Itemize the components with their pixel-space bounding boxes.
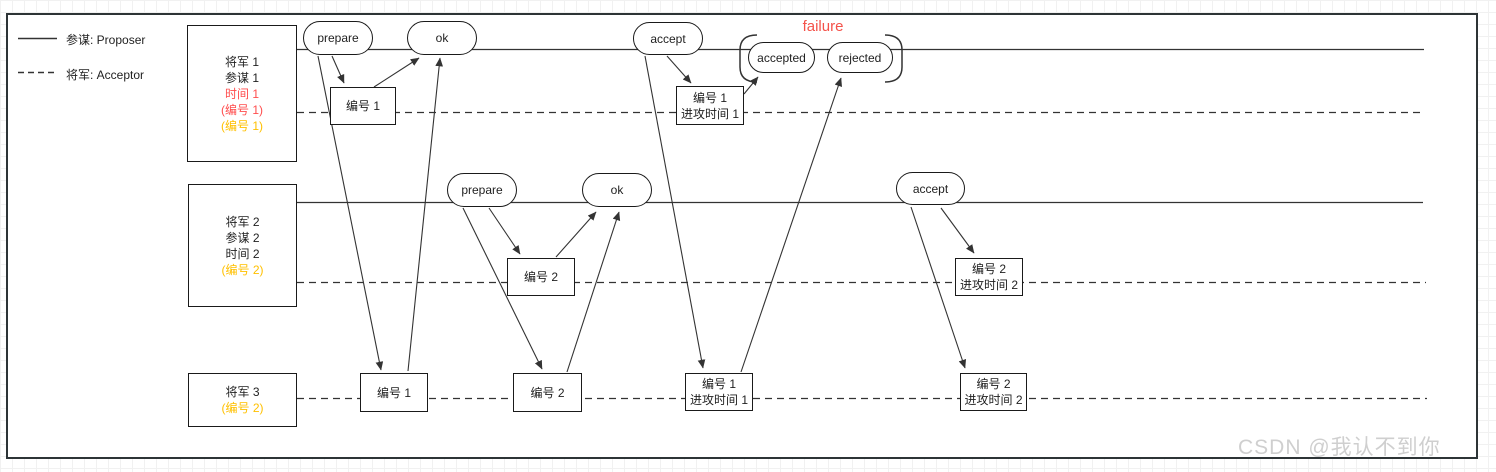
note-acceptor1-number1: 编号 1: [330, 87, 396, 125]
arrow-acceptor3-to-ok1: [407, 57, 443, 372]
arrow-acceptor3-to-rejected: [740, 77, 842, 373]
arrow-acceptor3-to-ok2: [566, 211, 621, 373]
note-text: 进攻时间 2: [964, 393, 1023, 407]
general-1-proposer: 参谋 1: [224, 70, 259, 85]
general-3-number-yellow: (编号 2): [221, 401, 264, 415]
arrow-prepare1-to-note1: [331, 55, 345, 84]
note-acceptor3-number1-attack1: 编号 1 进攻时间 1: [685, 373, 753, 411]
general-2-proposer: 参谋 2: [225, 230, 260, 245]
failure-right-bracket: [884, 34, 903, 83]
arrow-prepare1-to-acceptor3: [317, 55, 384, 371]
message-ok-2-pill: ok: [582, 173, 652, 207]
message-accept-1-pill: accept: [633, 22, 703, 55]
note-text: 编号 1: [692, 90, 727, 105]
arrow-note-attack1-to-accepted: [743, 76, 759, 95]
message-ok-2-label: ok: [610, 183, 624, 197]
message-accept-1-label: accept: [650, 31, 686, 46]
note-acceptor3-number1: 编号 1: [360, 373, 428, 412]
general-3-box: 将军 3 (编号 2): [188, 373, 297, 427]
note-acceptor3-number2-attack2: 编号 2 进攻时间 2: [960, 373, 1027, 411]
note-acceptor2-number2-attack2: 编号 2 进攻时间 2: [955, 258, 1023, 296]
message-prepare-2-label: prepare: [461, 183, 503, 197]
general-1-number-red: (编号 1): [220, 102, 263, 117]
note-acceptor3-number2: 编号 2: [513, 373, 582, 412]
note-text: 编号 2: [976, 377, 1011, 391]
general-1-number-yellow: (编号 1): [220, 118, 263, 133]
arrow-accept1-to-acceptor3: [644, 55, 706, 369]
note-acceptor1-number1-attack1: 编号 1 进攻时间 1: [676, 86, 744, 125]
failure-left-bracket: [739, 34, 758, 83]
csdn-watermark: CSDN @我认不到你: [1238, 436, 1441, 459]
note-text: 进攻时间 2: [959, 278, 1018, 292]
arrow-prepare2-to-acceptor3: [462, 207, 543, 370]
note-text: 编号 1: [345, 99, 380, 113]
arrow-accept2-to-acceptor3: [910, 206, 967, 369]
general-2-time: 时间 2: [225, 246, 260, 261]
arrow-prepare2-to-note2: [488, 207, 521, 255]
failure-annotation: failure: [802, 18, 844, 35]
message-prepare-1-label: prepare: [317, 31, 359, 45]
note-text: 编号 2: [523, 270, 558, 284]
note-acceptor2-number2: 编号 2: [507, 258, 575, 296]
general-2-box: 将军 2 参谋 2 时间 2 (编号 2): [188, 184, 297, 307]
message-accepted-label: accepted: [757, 50, 806, 65]
general-1-box: 将军 1 参谋 1 时间 1 (编号 1) (编号 1): [187, 25, 297, 162]
arrow-note1-to-ok1: [373, 57, 420, 88]
note-text: 编号 1: [701, 377, 736, 391]
legend-acceptor-label: 将军: Acceptor: [66, 68, 145, 82]
general-1-time: 时间 1: [224, 86, 259, 101]
note-text: 进攻时间 1: [680, 106, 739, 121]
general-1-title: 将军 1: [224, 54, 259, 69]
note-text: 进攻时间 1: [689, 393, 748, 407]
note-text: 编号 1: [376, 385, 411, 400]
message-prepare-1-pill: prepare: [303, 21, 373, 55]
general-2-title: 将军 2: [225, 214, 260, 229]
message-accept-2-pill: accept: [896, 172, 965, 205]
arrow-accept1-to-note-attack1: [666, 55, 692, 84]
general-2-number-yellow: (编号 2): [221, 262, 264, 277]
arrow-note2-to-ok2: [555, 211, 597, 258]
arrow-accept2-to-note-attack2: [940, 207, 975, 254]
message-ok-1-label: ok: [435, 31, 449, 45]
note-text: 编号 2: [530, 385, 565, 400]
legend-proposer-label: 参谋: Proposer: [66, 33, 146, 47]
note-text: 编号 2: [971, 262, 1006, 276]
message-rejected-label: rejected: [838, 50, 882, 65]
message-ok-1-pill: ok: [407, 21, 477, 55]
message-accepted-pill: accepted: [748, 42, 815, 73]
message-prepare-2-pill: prepare: [447, 173, 517, 207]
message-accept-2-label: accept: [912, 181, 949, 196]
general-3-title: 将军 3: [225, 385, 260, 399]
message-rejected-pill: rejected: [827, 42, 893, 73]
